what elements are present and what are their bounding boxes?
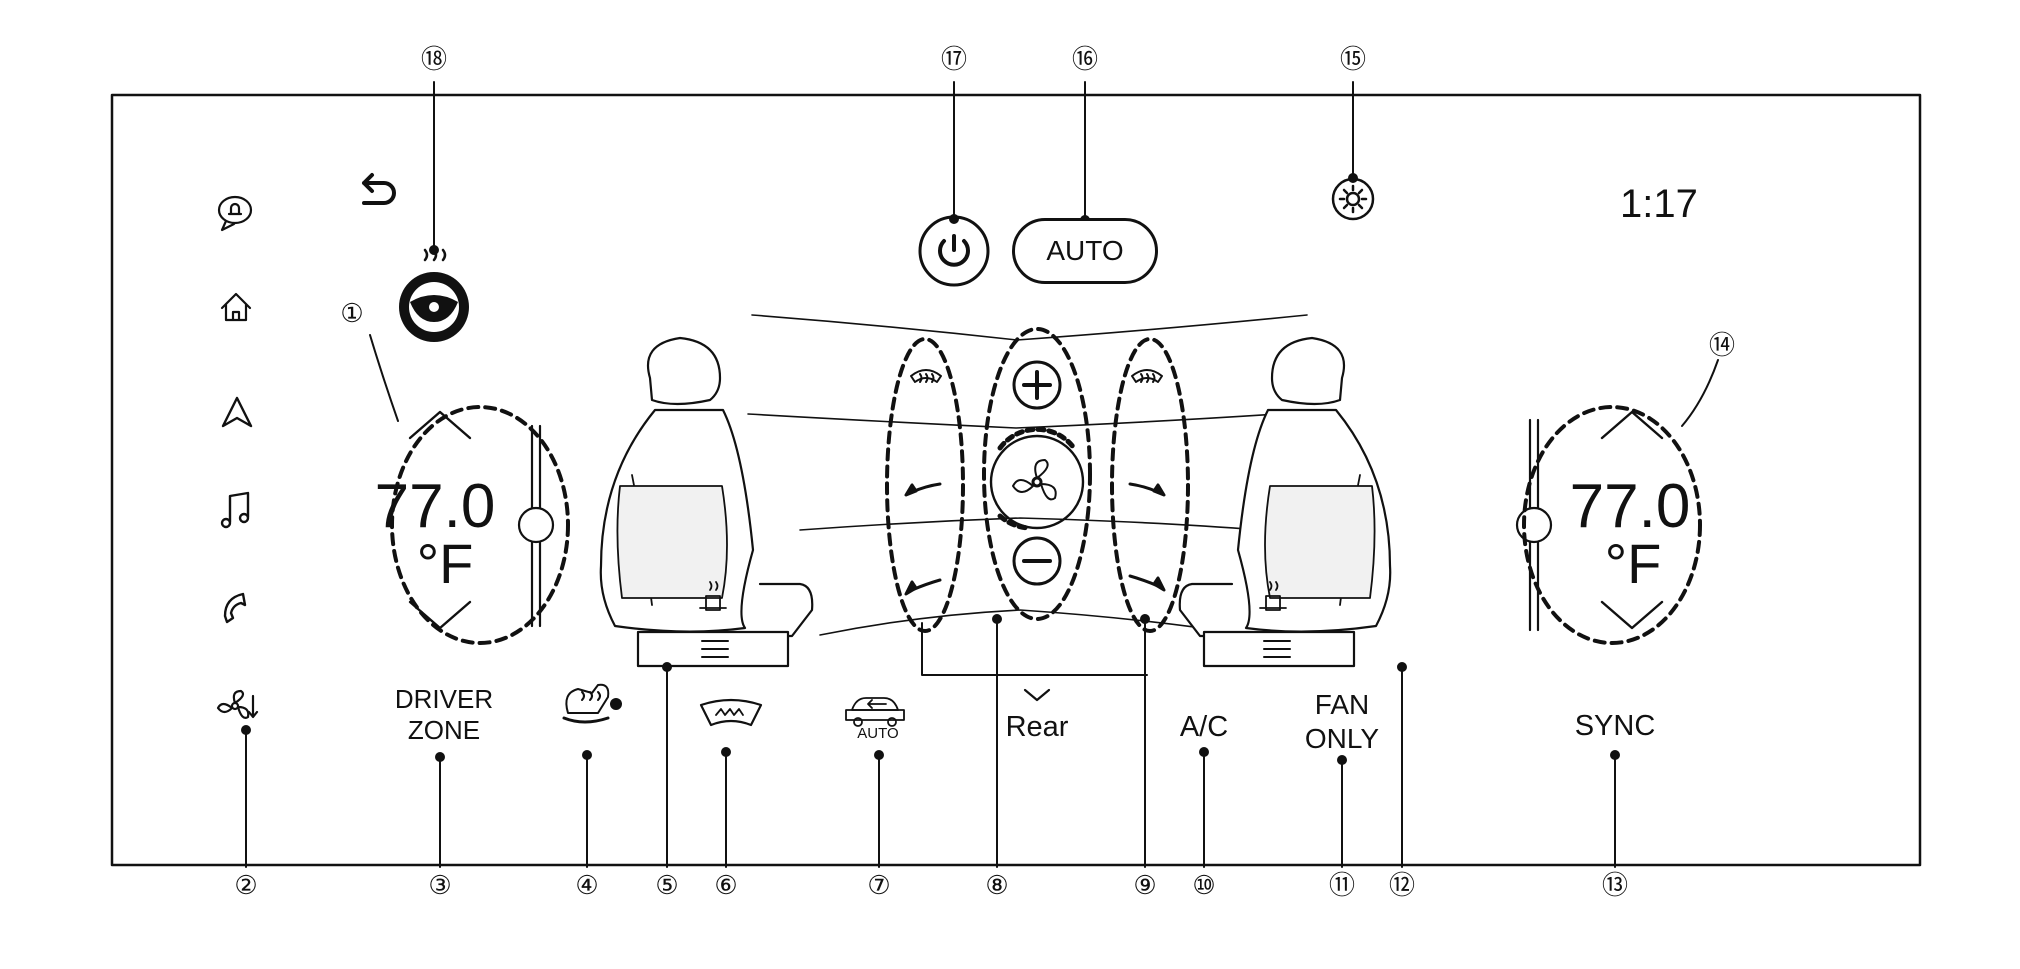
callout-15: ⑮	[1339, 44, 1366, 74]
passenger-heated-seat[interactable]	[1178, 336, 1392, 668]
fan-speed-highlight	[982, 327, 1092, 621]
ac-button[interactable]: A/C	[1154, 710, 1254, 745]
driver-airflow-defrost-icon[interactable]	[910, 369, 942, 383]
clock-display: 1:17	[1620, 182, 1698, 226]
screen-frame	[110, 93, 1922, 867]
fan-only-label-line2: ONLY	[1304, 722, 1380, 754]
heated-steering-wheel-icon[interactable]	[399, 248, 469, 342]
passenger-temp-highlight	[1522, 405, 1702, 645]
driver-airflow-highlight	[885, 337, 965, 633]
callout-2: ②	[234, 870, 258, 900]
driver-temp-highlight	[390, 405, 570, 645]
passenger-airflow-defrost-icon[interactable]	[1131, 369, 1163, 383]
notification-icon[interactable]	[217, 195, 253, 232]
callout-leaders	[241, 81, 1719, 868]
callout-10: ⑩	[1192, 870, 1216, 900]
settings-icon[interactable]	[1331, 177, 1375, 221]
rear-button[interactable]: Rear	[987, 710, 1087, 745]
passenger-temp-value: 77.0	[1569, 472, 1691, 541]
callout-8: ⑧	[985, 870, 1009, 900]
fan-only-button[interactable]: FAN ONLY	[1282, 688, 1402, 755]
driver-temp-slider[interactable]	[517, 424, 555, 628]
rear-label: Rear	[1005, 711, 1069, 743]
fan-rear-icon[interactable]	[216, 689, 259, 719]
driver-temp-unit: °F	[416, 532, 474, 595]
music-icon[interactable]	[220, 491, 250, 529]
passenger-temp-down-icon[interactable]	[1600, 600, 1664, 630]
callout-13: ⑬	[1601, 870, 1628, 900]
driver-zone-label-line1: DRIVER	[394, 684, 494, 714]
callout-16: ⑯	[1071, 44, 1098, 74]
passenger-airflow-feet-icon[interactable]	[1128, 574, 1166, 592]
rear-chevron-icon[interactable]	[1023, 688, 1051, 702]
sync-label: SYNC	[1574, 710, 1656, 742]
callout-17: ⑰	[940, 44, 967, 74]
callout-3: ③	[428, 870, 452, 900]
callout-11: ⑪	[1328, 870, 1355, 900]
navigation-icon[interactable]	[221, 396, 253, 428]
driver-temp-value: 77.0	[374, 472, 496, 541]
climate-seat-vent-icon[interactable]	[562, 683, 622, 724]
callout-9: ⑨	[1133, 870, 1157, 900]
passenger-airflow-face-icon[interactable]	[1128, 482, 1166, 497]
ac-label: A/C	[1179, 711, 1229, 743]
phone-icon[interactable]	[223, 592, 247, 624]
driver-temp-down-icon[interactable]	[408, 600, 472, 630]
passenger-airflow-highlight	[1110, 337, 1190, 633]
driver-heated-seat[interactable]	[599, 336, 814, 668]
callout-7: ⑦	[867, 870, 891, 900]
home-icon[interactable]	[220, 292, 252, 322]
callout-14: ⑭	[1708, 330, 1735, 360]
rear-defrost-auto-label: AUTO	[857, 725, 899, 742]
callout-12: ⑫	[1388, 870, 1415, 900]
back-icon[interactable]	[362, 173, 396, 205]
rear-defrost-auto-icon[interactable]	[845, 697, 905, 727]
driver-zone-button[interactable]: DRIVER ZONE	[374, 684, 514, 746]
passenger-temp-up-icon[interactable]	[1600, 410, 1664, 440]
sync-button[interactable]: SYNC	[1555, 709, 1675, 744]
driver-airflow-feet-icon[interactable]	[904, 578, 942, 596]
fan-speed-down-button[interactable]	[1012, 536, 1062, 586]
callout-6: ⑥	[714, 870, 738, 900]
front-defrost-icon[interactable]	[699, 698, 763, 727]
passenger-temp-unit: °F	[1604, 532, 1662, 595]
fan-only-label-line1: FAN	[1314, 689, 1370, 720]
callout-4: ④	[575, 870, 599, 900]
callout-18: ⑱	[420, 44, 447, 74]
auto-button-label: AUTO	[1046, 235, 1124, 266]
fan-speed-up-button[interactable]	[1012, 360, 1062, 410]
fan-speed-indicator	[989, 426, 1085, 531]
auto-button[interactable]: AUTO	[1012, 218, 1158, 284]
callout-1: ①	[340, 298, 364, 328]
power-button[interactable]	[918, 215, 990, 287]
callout-5: ⑤	[655, 870, 679, 900]
driver-airflow-face-icon[interactable]	[904, 482, 942, 497]
driver-temp-up-icon[interactable]	[408, 410, 472, 440]
driver-zone-label-line2: ZONE	[407, 715, 481, 746]
